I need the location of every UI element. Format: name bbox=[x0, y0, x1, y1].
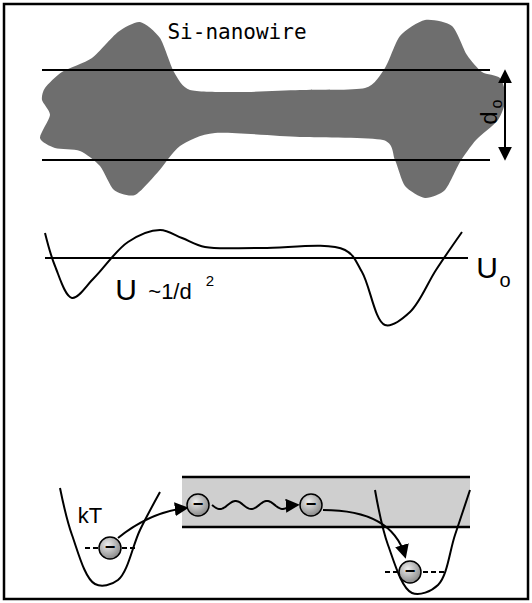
nanowire-body bbox=[40, 20, 506, 198]
electron-charge: − bbox=[306, 495, 317, 513]
electron bbox=[300, 494, 322, 516]
electron bbox=[187, 494, 209, 516]
band-edge bbox=[182, 526, 470, 529]
potential-line bbox=[45, 230, 462, 325]
thermal-energy: kT bbox=[78, 505, 102, 527]
title-label: Si-nanowire bbox=[167, 22, 306, 43]
energy-level bbox=[423, 571, 445, 573]
excitation-arrow bbox=[118, 508, 186, 538]
diameter-line bbox=[42, 159, 490, 161]
conduction-band bbox=[182, 477, 470, 527]
exponent: 2 bbox=[206, 273, 214, 288]
energy-level bbox=[122, 547, 137, 549]
electron-charge: − bbox=[193, 495, 204, 513]
well-line bbox=[60, 488, 160, 586]
electron-charge: − bbox=[405, 562, 416, 580]
dimension-arrow bbox=[504, 72, 506, 158]
frame bbox=[4, 4, 528, 599]
energy-level bbox=[385, 571, 397, 573]
potential-symbol: U bbox=[115, 275, 137, 305]
electron bbox=[99, 537, 121, 559]
diameter-line bbox=[42, 69, 490, 71]
level-subscript: o bbox=[499, 270, 510, 290]
band-edge bbox=[182, 476, 470, 479]
energy-level bbox=[85, 547, 98, 549]
well-line bbox=[375, 490, 470, 594]
level-symbol: U bbox=[476, 253, 498, 283]
reference-level bbox=[45, 257, 468, 259]
dimension-subscript: o bbox=[489, 100, 505, 109]
potential-curve bbox=[45, 230, 462, 325]
potential-formula: ~1/d bbox=[148, 281, 191, 303]
potential-well bbox=[60, 488, 470, 594]
electron bbox=[399, 561, 421, 583]
dimension-symbol: d bbox=[477, 111, 501, 124]
nanowire-shape bbox=[40, 20, 506, 198]
transport-arrow bbox=[212, 501, 297, 509]
capture-arrow bbox=[323, 510, 405, 556]
electron-charge: − bbox=[105, 538, 116, 556]
